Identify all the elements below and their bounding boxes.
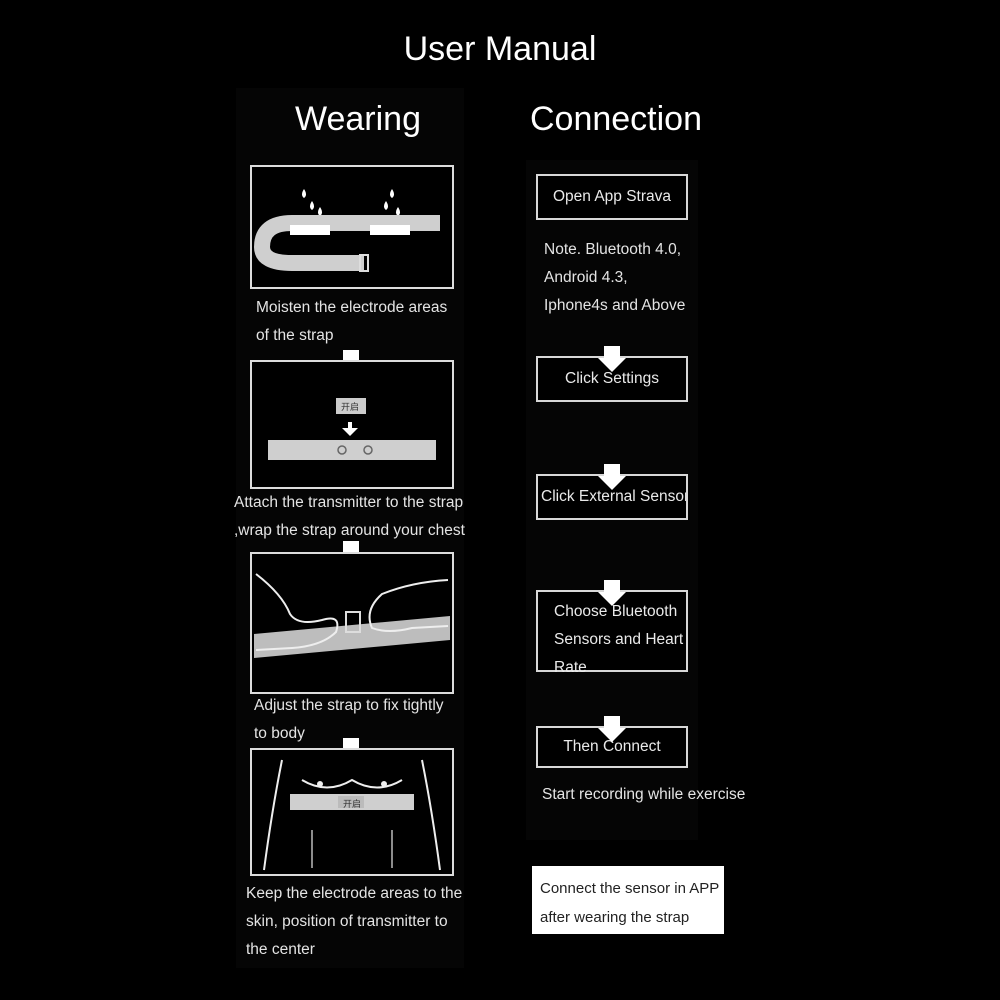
connection-heading: Connection: [529, 100, 702, 138]
transmitter-tag: 开启: [341, 402, 360, 412]
start-recording-text: Start recording while exercise: [542, 786, 746, 803]
down-arrow-icon: [598, 580, 626, 606]
connect-after-wearing-note: Connect the sensor in APP after wearing …: [532, 866, 724, 934]
transmitter-strap-icon: [268, 398, 436, 460]
step1-caption: Moisten the electrode areas of the strap: [256, 299, 448, 344]
step4-caption: Keep the electrode areas to the skin, po…: [246, 885, 463, 958]
down-arrow-icon: [598, 464, 626, 490]
strap-water-drops-icon: [253, 189, 440, 272]
step2-illustration: 开启: [250, 360, 454, 489]
page-title: User Manual: [403, 30, 597, 68]
hands-adjusting-strap-icon: [254, 573, 450, 658]
step2-caption: Attach the transmitter to the strap ,wra…: [234, 494, 465, 539]
down-arrow-icon: [598, 346, 626, 372]
transmitter-tag: 开启: [343, 799, 362, 809]
down-arrow-icon: [598, 716, 626, 742]
open-app-box: Open App Strava: [536, 174, 688, 220]
step3-illustration: [250, 552, 454, 694]
step3-caption: Adjust the strap to fix tightly to body: [254, 697, 444, 742]
bluetooth-note: Note. Bluetooth 4.0, Android 4.3, Iphone…: [544, 241, 686, 314]
chest-strap-icon: [263, 759, 441, 871]
step1-illustration: [250, 165, 454, 289]
step4-illustration: 开启: [250, 748, 454, 876]
wearing-heading: Wearing: [295, 100, 421, 138]
